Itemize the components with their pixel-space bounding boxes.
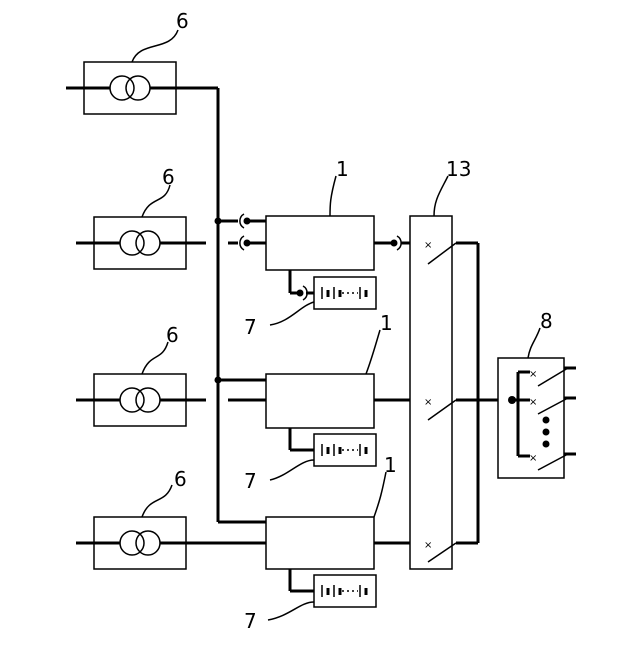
svg-text:×: × [424, 540, 432, 551]
label-battery-2: 7 [244, 469, 257, 493]
battery-3 [314, 575, 376, 607]
label-transformer-3: 6 [166, 323, 179, 347]
label-battery-3: 7 [244, 609, 257, 633]
label-unit-1: 1 [336, 157, 349, 181]
label-transformer-2: 6 [162, 165, 175, 189]
battery-2 [314, 434, 376, 466]
svg-text:×: × [424, 240, 432, 251]
svg-text:×: × [529, 397, 537, 408]
output-panel: × × × [498, 358, 576, 478]
svg-text:×: × [424, 397, 432, 408]
label-unit-2: 1 [380, 311, 393, 335]
label-battery-1: 7 [244, 315, 257, 339]
switch-panel: × × × [410, 216, 512, 569]
svg-text:×: × [529, 453, 537, 464]
main-bus [215, 88, 267, 522]
label-transformer-1: 6 [176, 9, 189, 33]
svg-text:×: × [529, 369, 537, 380]
label-switch-panel: 13 [446, 157, 471, 181]
transformer-wires [66, 88, 266, 543]
label-unit-3: 1 [384, 453, 397, 477]
label-transformer-4: 6 [174, 467, 187, 491]
label-output-panel: 8 [540, 309, 553, 333]
battery-1 [314, 277, 376, 309]
